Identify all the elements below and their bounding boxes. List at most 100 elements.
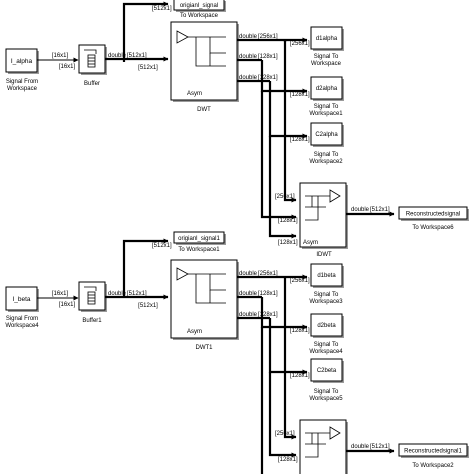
sink-variable: C2beta xyxy=(317,368,337,374)
sink-dimension: [128x1] xyxy=(290,92,310,98)
sink-caption: To Workspace6 xyxy=(412,225,454,231)
sink-dimension: [256x1] xyxy=(290,278,310,284)
dwt-caption: DWT1 xyxy=(196,345,214,351)
sink-caption-2: Workspace2 xyxy=(309,159,343,165)
idwt-block[interactable] xyxy=(299,419,348,474)
sink-caption-2: Workspace4 xyxy=(309,349,343,355)
wire-dimension: [512x1] xyxy=(152,243,172,249)
buffer-icon xyxy=(84,286,97,305)
sink-variable: d1alpha xyxy=(316,36,338,42)
wire-dimension: [512x1] xyxy=(370,444,390,450)
wire xyxy=(268,372,297,458)
sink-caption-2: Workspace xyxy=(311,61,342,67)
to-workspace-block[interactable]: origianl_signal1 xyxy=(173,231,226,245)
wire-type: double xyxy=(239,54,258,60)
sink-caption: Signal To xyxy=(314,104,339,110)
group-alpha: I_alpha Signal From Workspace [16x1] [16… xyxy=(5,0,469,258)
sink-variable: Reconstructedsignal xyxy=(406,212,460,218)
idwt-caption: IDWT xyxy=(316,252,332,258)
wire-dimension: [256x1] xyxy=(258,34,278,40)
signal-from-workspace-block[interactable]: I_alpha xyxy=(5,48,39,74)
signal-to-workspace-block[interactable]: C2beta xyxy=(310,358,344,383)
sink-caption-2: Workspace5 xyxy=(309,396,343,402)
wire xyxy=(283,277,297,440)
wire-dimension: [128x1] xyxy=(258,291,278,297)
wire-dimension: [512x1] xyxy=(152,6,172,12)
wire-type: double xyxy=(239,75,258,81)
wire-type: double xyxy=(351,207,370,213)
wire-dimension: [128x1] xyxy=(278,218,298,224)
source-caption-2: Workspace xyxy=(7,86,38,92)
dwt-block[interactable]: Asym xyxy=(170,259,239,340)
dwt-block[interactable]: Asym xyxy=(170,21,239,102)
wire-dimension: [512x1] xyxy=(127,53,147,59)
signal-to-workspace-block[interactable]: d2alpha xyxy=(310,76,344,101)
wire-type: double xyxy=(108,53,127,59)
group-beta: I_beta Signal From Workspace4 [16x1] [16… xyxy=(5,231,469,474)
signal-dimension: [16x1] xyxy=(52,291,69,297)
sink-dimension: [256x1] xyxy=(290,41,310,47)
wire xyxy=(268,136,297,239)
wire-dimension: [512x1] xyxy=(370,207,390,213)
buffer-block[interactable] xyxy=(78,281,107,312)
wire xyxy=(122,238,169,297)
signal-to-workspace-block[interactable]: C2alpha xyxy=(310,122,344,147)
to-workspace-block[interactable]: origianl_signal xyxy=(173,0,226,12)
to-workspace-block[interactable]: Reconstructedsignal1 xyxy=(398,443,469,458)
wire-dimension: [256x1] xyxy=(258,271,278,277)
wire-dimension: [512x1] xyxy=(138,303,158,309)
sink-caption: To Workspace xyxy=(180,13,219,19)
sink-caption: Signal To xyxy=(314,152,339,158)
wire-type: double xyxy=(239,34,258,40)
wire xyxy=(122,1,169,59)
dwt-caption: DWT xyxy=(197,107,211,113)
source-caption: Signal From xyxy=(6,79,38,85)
signal-dimension: [16x1] xyxy=(59,64,76,70)
wire-dimension: [128x1] xyxy=(278,240,298,246)
wire-dimension: [128x1] xyxy=(258,54,278,60)
sink-caption: To Workspace1 xyxy=(178,247,220,253)
signal-to-workspace-block[interactable]: d1alpha xyxy=(310,26,344,51)
sink-caption-2: Workspace3 xyxy=(309,299,343,305)
wire-dimension: [256x1] xyxy=(275,431,295,437)
source-caption: Signal From xyxy=(6,316,38,322)
wire-type: double xyxy=(239,312,258,318)
to-workspace-block[interactable]: Reconstructedsignal xyxy=(398,206,469,221)
sink-variable: d2beta xyxy=(317,323,336,329)
wire-dimension: [256x1] xyxy=(275,194,295,200)
buffer-caption: Buffer xyxy=(84,81,100,87)
wire-dimension: [512x1] xyxy=(127,291,147,297)
sink-dimension: [128x1] xyxy=(290,328,310,334)
wire-type: double xyxy=(239,271,258,277)
filter-bank-icon xyxy=(305,426,341,458)
sink-variable: d1beta xyxy=(317,273,336,279)
wire-dimension: [128x1] xyxy=(258,312,278,318)
sink-caption: Signal To xyxy=(314,292,339,298)
wire-dimension: [512x1] xyxy=(138,65,158,71)
wire-dimension: [128x1] xyxy=(258,75,278,81)
filter-bank-icon xyxy=(176,30,226,67)
signal-dimension: [16x1] xyxy=(59,302,76,308)
buffer-caption: Buffer1 xyxy=(82,318,102,324)
filter-bank-icon xyxy=(305,189,341,221)
source-variable: I_beta xyxy=(12,296,30,303)
idwt-block[interactable]: Asym xyxy=(299,182,348,249)
sink-caption: Signal To xyxy=(314,389,339,395)
sink-variable: origianl_signal1 xyxy=(178,236,220,242)
signal-from-workspace-block[interactable]: I_beta xyxy=(5,286,39,312)
sink-variable: origianl_signal xyxy=(180,3,218,9)
signal-to-workspace-block[interactable]: d2beta xyxy=(310,313,344,338)
sink-dimension: [128x1] xyxy=(290,137,310,143)
sink-variable: Reconstructedsignal1 xyxy=(404,449,462,455)
wire xyxy=(260,91,297,220)
wire-type: double xyxy=(351,444,370,450)
buffer-block[interactable] xyxy=(78,44,107,75)
sink-caption: Signal To xyxy=(314,54,339,60)
sink-caption: Signal To xyxy=(314,342,339,348)
sink-caption-2: Workspace1 xyxy=(309,111,343,117)
wire-type: double xyxy=(239,291,258,297)
sink-dimension: [128x1] xyxy=(290,373,310,379)
source-variable: I_alpha xyxy=(11,58,33,65)
signal-to-workspace-block[interactable]: d1beta xyxy=(310,263,344,288)
